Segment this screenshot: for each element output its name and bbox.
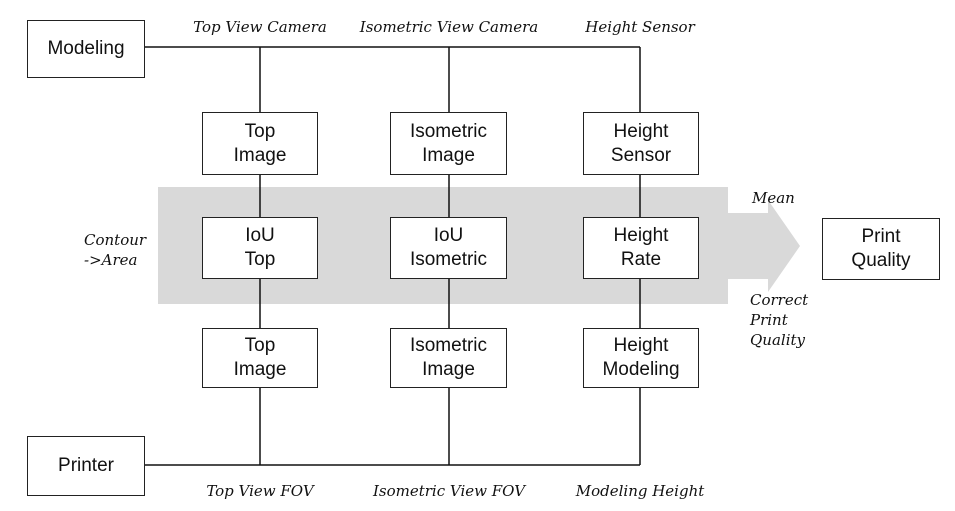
isometric-image-lower-node: Isometric Image — [390, 328, 507, 388]
iou-top-node: IoU Top — [202, 217, 318, 279]
height-sensor-label: Height Sensor — [585, 18, 695, 36]
isometric-view-camera-label: Isometric View Camera — [359, 18, 539, 36]
contour-area-label: Contour ->Area — [84, 231, 147, 269]
print-quality-node: Print Quality — [822, 218, 940, 280]
mean-label: Mean — [752, 189, 795, 207]
height-sensor-node: Height Sensor — [583, 112, 699, 175]
top-image-lower-node: Top Image — [202, 328, 318, 388]
height-rate-node: Height Rate — [583, 217, 699, 279]
output-arrow — [728, 200, 800, 292]
isometric-view-fov-label: Isometric View FOV — [372, 482, 526, 500]
top-view-camera-label: Top View Camera — [193, 18, 327, 36]
correct-print-quality-label: Correct Print Quality — [750, 291, 809, 349]
printer-node: Printer — [27, 436, 145, 496]
height-modeling-node: Height Modeling — [583, 328, 699, 388]
isometric-image-upper-node: Isometric Image — [390, 112, 507, 175]
iou-isometric-node: IoU Isometric — [390, 217, 507, 279]
modeling-height-label: Modeling Height — [575, 482, 705, 500]
top-image-upper-node: Top Image — [202, 112, 318, 175]
top-view-fov-label: Top View FOV — [206, 482, 314, 500]
modeling-node: Modeling — [27, 20, 145, 78]
